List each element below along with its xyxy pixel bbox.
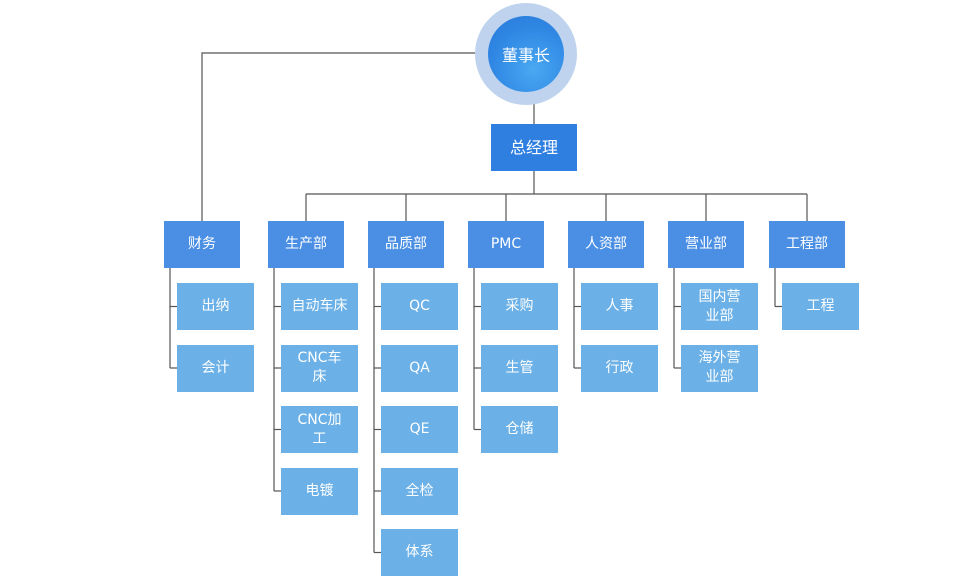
sub-unit-node[interactable]: 出纳 xyxy=(177,283,254,330)
department-node[interactable]: 财务 xyxy=(164,221,240,268)
sub-unit-node[interactable]: 仓储 xyxy=(481,406,558,453)
sub-unit-node[interactable]: 全检 xyxy=(381,467,458,515)
sub-unit-node[interactable]: QC xyxy=(381,283,458,330)
sub-unit-node[interactable]: 海外营业部 xyxy=(681,344,758,392)
department-node[interactable]: 生产部 xyxy=(268,221,344,268)
sub-unit-node[interactable]: 生管 xyxy=(481,344,558,392)
sub-unit-node[interactable]: QA xyxy=(381,344,458,392)
sub-unit-node[interactable]: CNC加工 xyxy=(281,406,358,453)
sub-unit-node[interactable]: 会计 xyxy=(177,344,254,392)
sub-unit-node[interactable]: 行政 xyxy=(581,344,658,392)
sub-unit-node[interactable]: 采购 xyxy=(481,283,558,330)
sub-unit-node[interactable]: 工程 xyxy=(782,283,859,330)
chairman-node[interactable]: 董事长 xyxy=(488,16,564,92)
sub-unit-node[interactable]: 国内营业部 xyxy=(681,283,758,330)
sub-unit-node[interactable]: QE xyxy=(381,406,458,453)
department-node[interactable]: 品质部 xyxy=(368,221,444,268)
sub-unit-node[interactable]: CNC车床 xyxy=(281,344,358,392)
department-node[interactable]: PMC xyxy=(468,221,544,268)
sub-unit-node[interactable]: 人事 xyxy=(581,283,658,330)
department-node[interactable]: 人资部 xyxy=(568,221,644,268)
sub-unit-node[interactable]: 自动车床 xyxy=(281,283,358,330)
department-node[interactable]: 工程部 xyxy=(769,221,845,268)
sub-unit-node[interactable]: 电镀 xyxy=(281,467,358,515)
general-manager-node[interactable]: 总经理 xyxy=(491,124,577,171)
chairman-finance-connector xyxy=(201,52,475,221)
department-node[interactable]: 营业部 xyxy=(668,221,744,268)
sub-unit-node[interactable]: 体系 xyxy=(381,529,458,576)
